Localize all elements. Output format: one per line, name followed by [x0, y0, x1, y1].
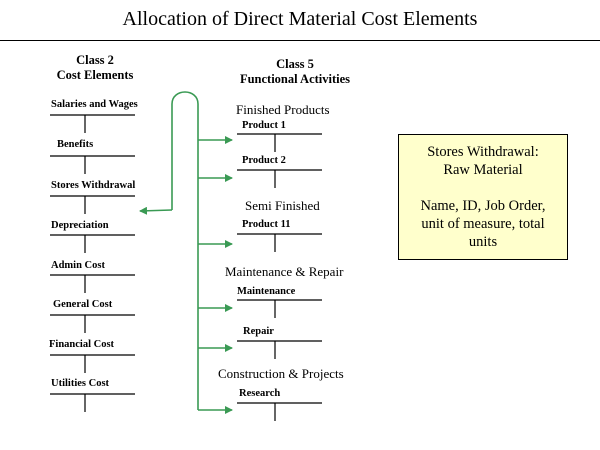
stores-withdrawal-info-box: Stores Withdrawal: Raw Material Name, ID… [398, 134, 568, 260]
left-header-line2: Cost Elements [56, 68, 134, 82]
group-semi-finished: Semi Finished [245, 198, 320, 213]
right-header-line1: Class 5 [276, 57, 314, 71]
account-repair: Repair [243, 326, 274, 337]
stores-withdrawal-arrow [139, 206, 173, 215]
t-account-admin-cost [50, 274, 135, 293]
info-line-2: Raw Material [443, 162, 523, 178]
t-account-product-11 [237, 233, 322, 252]
info-gap [399, 179, 567, 197]
group-maintenance-repair: Maintenance & Repair [225, 264, 344, 279]
account-product-2: Product 2 [242, 155, 286, 166]
cost-element-salaries: Salaries and Wages [51, 99, 138, 110]
t-account-depreciation [50, 234, 135, 253]
account-product-11: Product 11 [242, 219, 291, 230]
allocation-arrows [139, 91, 233, 414]
page-title: Allocation of Direct Material Cost Eleme… [122, 8, 478, 30]
title-bar: Allocation of Direct Material Cost Eleme… [0, 0, 600, 41]
allocation-loop [171, 91, 199, 410]
cost-element-depreciation: Depreciation [51, 220, 109, 231]
t-account-product-1 [237, 133, 322, 152]
t-account-general-cost [50, 314, 135, 333]
info-line-4: unit of measure, total [421, 216, 545, 232]
account-product-1: Product 1 [242, 120, 286, 131]
cost-element-stores-withdrawal: Stores Withdrawal [51, 180, 136, 191]
cost-element-financial-cost: Financial Cost [49, 339, 115, 350]
t-account-stores-withdrawal [50, 195, 135, 214]
t-account-financial-cost [50, 354, 135, 373]
group-finished-products: Finished Products [236, 102, 330, 117]
left-header-line1: Class 2 [76, 53, 114, 67]
cost-element-benefits: Benefits [57, 139, 94, 150]
info-line-5: units [468, 234, 498, 250]
cost-element-admin-cost: Admin Cost [51, 260, 105, 271]
info-line-3: Name, ID, Job Order, [420, 198, 546, 214]
t-account-salaries [50, 114, 135, 133]
t-account-benefits [50, 155, 135, 174]
t-account-repair [237, 340, 322, 359]
right-header-line2: Functional Activities [239, 72, 351, 86]
t-account-product-2 [237, 169, 322, 188]
cost-element-general-cost: General Cost [53, 299, 113, 310]
info-line-1: Stores Withdrawal: [427, 144, 539, 160]
t-account-research [237, 402, 322, 421]
cost-element-utilities-cost: Utilities Cost [51, 378, 110, 389]
t-account-utilities-cost [50, 393, 135, 412]
account-research: Research [239, 388, 281, 399]
t-account-maintenance [237, 299, 322, 318]
account-maintenance: Maintenance [237, 286, 296, 297]
group-construction-projects: Construction & Projects [218, 366, 344, 381]
